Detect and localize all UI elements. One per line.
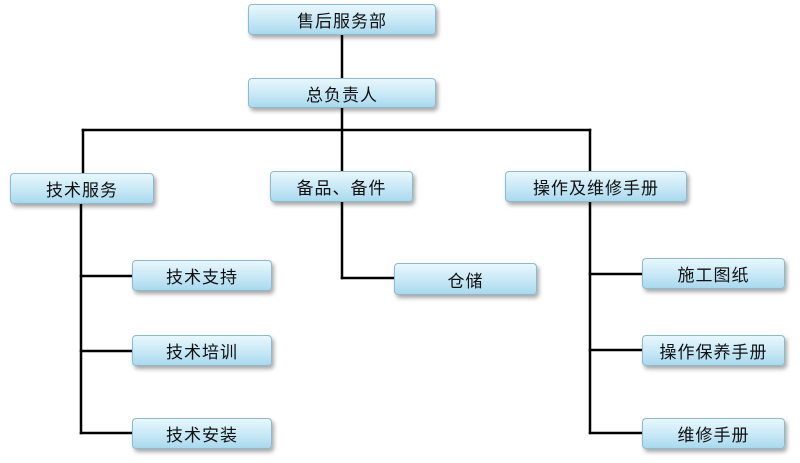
node-construction-drawings: 施工图纸 (642, 258, 785, 289)
node-root: 售后服务部 (248, 4, 436, 35)
node-branch-manuals: 操作及维修手册 (505, 171, 687, 202)
node-branch-spare-parts: 备品、备件 (270, 171, 413, 202)
node-tech-installation: 技术安装 (132, 418, 272, 449)
node-operation-maintenance-manual: 操作保养手册 (642, 335, 785, 366)
node-tech-support: 技术支持 (132, 260, 272, 291)
node-head: 总负责人 (248, 78, 436, 108)
node-branch-tech-service: 技术服务 (10, 173, 154, 204)
node-warehouse: 仓储 (394, 263, 537, 295)
node-repair-manual: 维修手册 (642, 418, 785, 449)
node-tech-training: 技术培训 (132, 335, 272, 366)
